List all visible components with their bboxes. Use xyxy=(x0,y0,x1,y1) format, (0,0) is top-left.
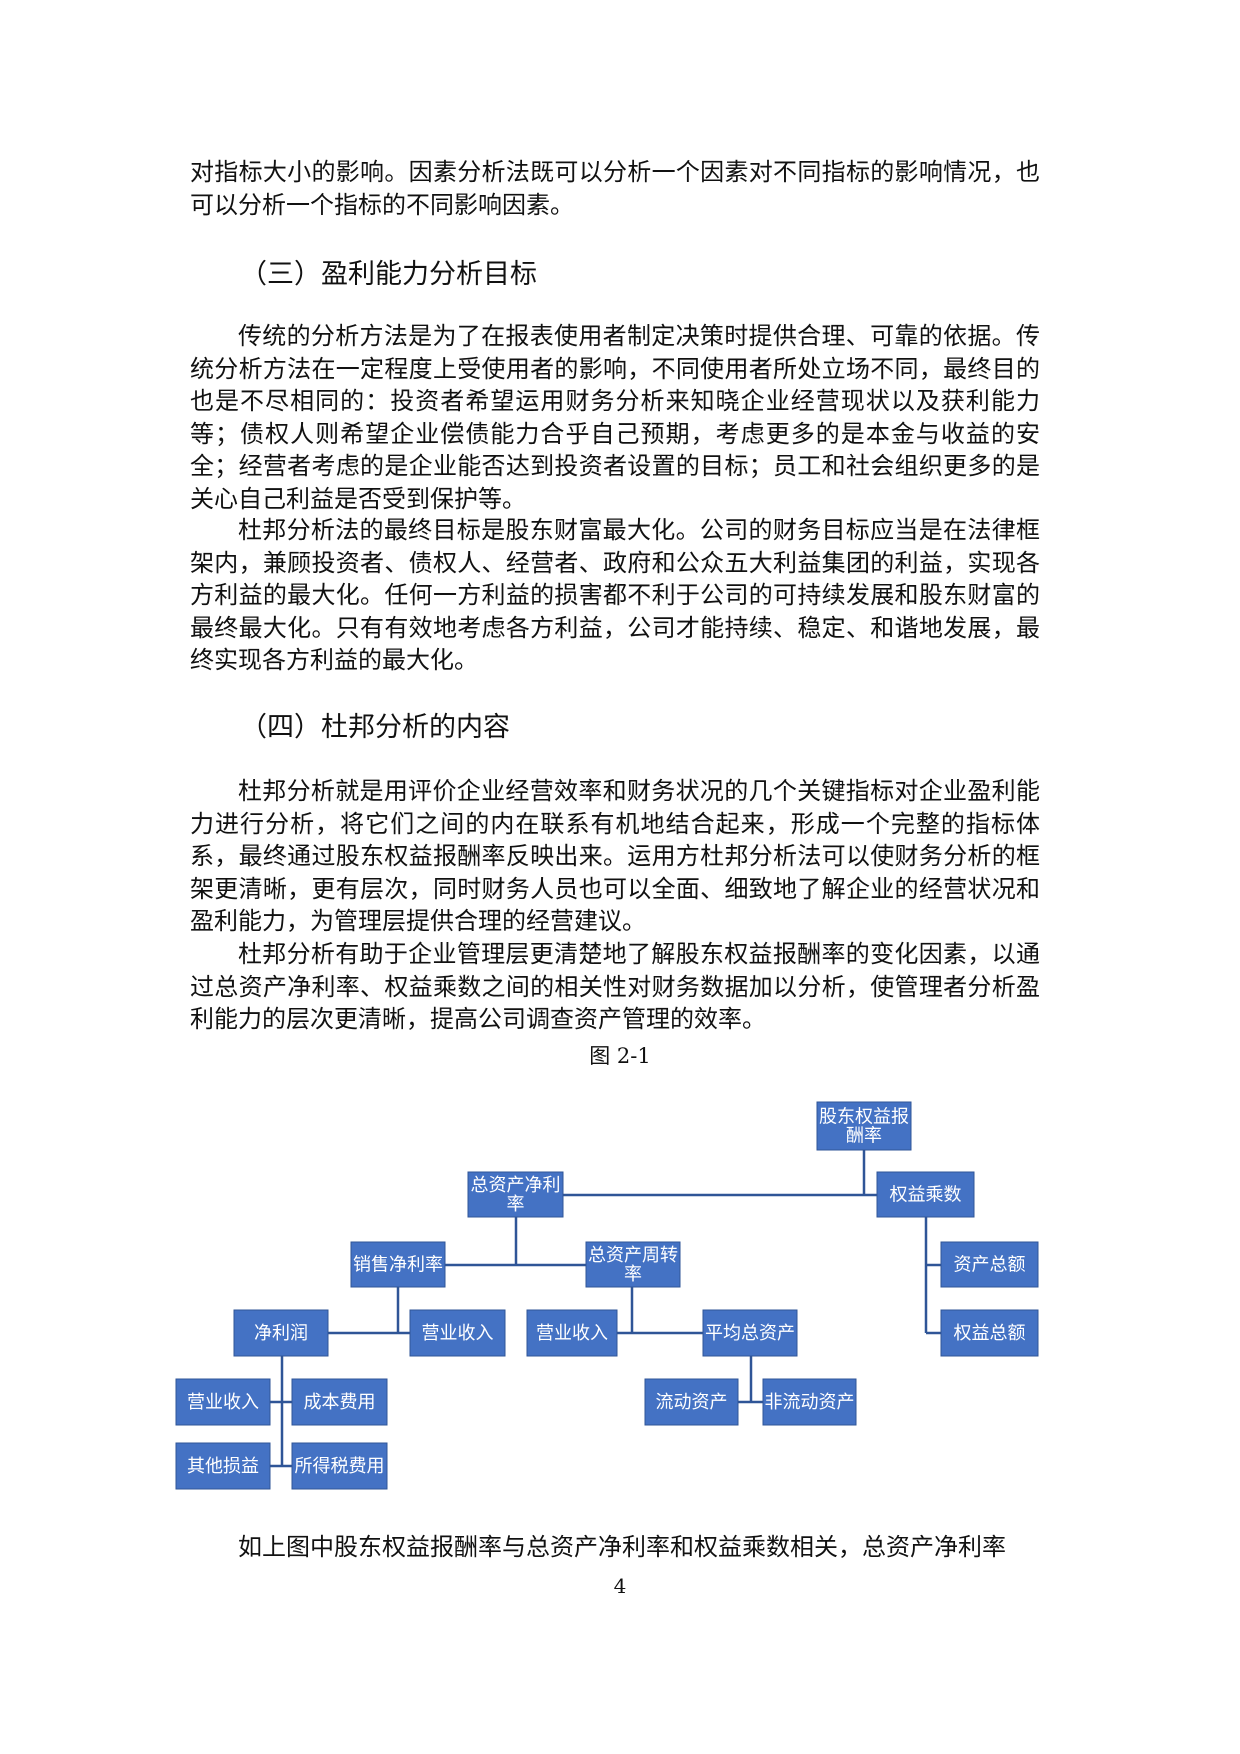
node-label: 营业收入 xyxy=(422,1323,494,1344)
node-label: 营业收入 xyxy=(187,1392,259,1413)
node-box xyxy=(816,1101,912,1151)
section-heading-4: （四）杜邦分析的内容 xyxy=(240,712,510,743)
paragraph: 杜邦分析有助于企业管理层更清楚地了解股东权益报酬率的变化因素，以通过总资产净利率… xyxy=(190,940,1040,1033)
node-box xyxy=(644,1378,739,1426)
node-box xyxy=(175,1442,271,1490)
paragraph: 杜邦分析就是用评价企业经营效率和财务状况的几个关键指标对企业盈利能力进行分析，将… xyxy=(190,777,1040,935)
node-other-gains: 其他损益 xyxy=(175,1442,271,1490)
paragraph: 传统的分析方法是为了在报表使用者制定决策时提供合理、可靠的依据。传统分析方法在一… xyxy=(190,322,1040,513)
node-revenue-b: 营业收入 xyxy=(526,1309,618,1357)
node-box xyxy=(940,1309,1039,1357)
node-revenue-a: 营业收入 xyxy=(409,1309,506,1357)
node-roe: 股东权益报酬率 xyxy=(816,1101,912,1151)
node-box xyxy=(175,1378,271,1426)
node-label: 平均总资产 xyxy=(705,1323,795,1344)
node-revenue-c: 营业收入 xyxy=(175,1378,271,1426)
node-label: 率 xyxy=(507,1194,525,1215)
node-box xyxy=(876,1171,975,1218)
node-box xyxy=(291,1442,388,1490)
node-label: 股东权益报 xyxy=(819,1107,909,1128)
node-box xyxy=(762,1378,857,1426)
paragraph: 杜邦分析法的最终目标是股东财富最大化。公司的财务目标应当是在法律框架内，兼顾投资… xyxy=(190,516,1040,674)
node-box xyxy=(291,1378,388,1426)
node-label: 权益乘数 xyxy=(890,1185,962,1206)
node-income-tax: 所得税费用 xyxy=(291,1442,388,1490)
node-box xyxy=(940,1241,1039,1288)
node-label: 流动资产 xyxy=(656,1392,728,1413)
node-noncurrent-assets: 非流动资产 xyxy=(762,1378,857,1426)
node-box xyxy=(526,1309,618,1357)
node-label: 所得税费用 xyxy=(295,1456,385,1477)
node-box xyxy=(585,1241,681,1288)
paragraph-continued: 对指标大小的影响。因素分析法既可以分析一个因素对不同指标的影响情况，也可以分析一… xyxy=(190,158,1040,219)
node-current-assets: 流动资产 xyxy=(644,1378,739,1426)
node-equity-multiplier: 权益乘数 xyxy=(876,1171,975,1218)
node-label: 酬率 xyxy=(846,1126,882,1147)
node-net-profit: 净利润 xyxy=(233,1309,329,1357)
node-roa: 总资产净利率 xyxy=(467,1171,564,1218)
node-label: 销售净利率 xyxy=(353,1255,443,1276)
node-label: 净利润 xyxy=(254,1323,308,1344)
node-total-assets: 资产总额 xyxy=(940,1241,1039,1288)
node-label: 营业收入 xyxy=(536,1323,608,1344)
section-heading-3: （三）盈利能力分析目标 xyxy=(240,259,537,290)
node-box xyxy=(409,1309,506,1357)
node-label: 权益总额 xyxy=(954,1323,1026,1344)
node-label: 非流动资产 xyxy=(765,1392,855,1413)
node-box xyxy=(233,1309,329,1357)
node-label: 率 xyxy=(624,1264,642,1285)
node-box xyxy=(702,1309,798,1357)
node-avg-total-assets: 平均总资产 xyxy=(702,1309,798,1357)
node-box xyxy=(350,1241,446,1288)
node-label: 其他损益 xyxy=(187,1456,259,1477)
node-label: 成本费用 xyxy=(304,1392,376,1413)
node-net-margin: 销售净利率 xyxy=(350,1241,446,1288)
node-label: 总资产净利 xyxy=(471,1175,561,1196)
figure-caption: 图 2-1 xyxy=(589,1044,651,1068)
page-number: 4 xyxy=(613,1574,627,1598)
node-label: 总资产周转 xyxy=(588,1245,678,1266)
paragraph-trailing: 如上图中股东权益报酬率与总资产净利率和权益乘数相关，总资产净利率 xyxy=(238,1533,1006,1561)
node-cost-expense: 成本费用 xyxy=(291,1378,388,1426)
node-label: 资产总额 xyxy=(954,1255,1026,1276)
node-box xyxy=(467,1171,564,1218)
node-total-equity: 权益总额 xyxy=(940,1309,1039,1357)
